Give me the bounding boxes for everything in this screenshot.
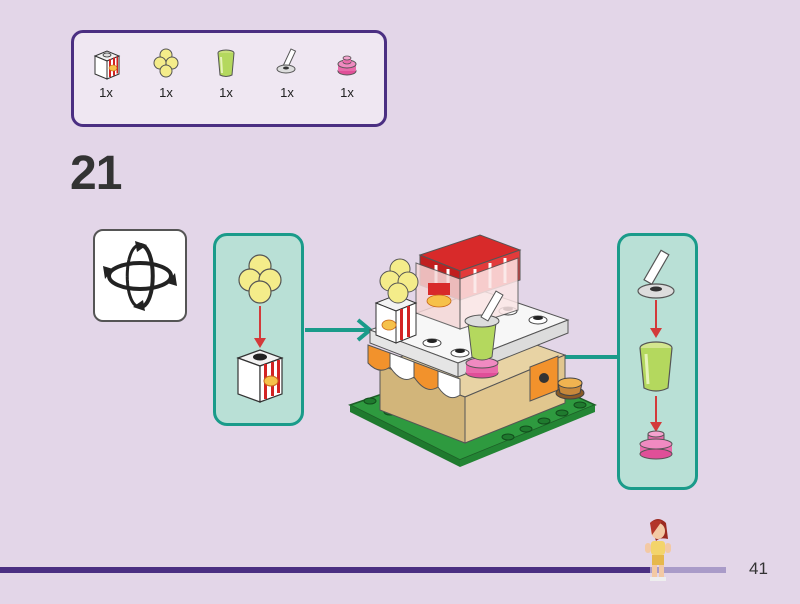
sub-assembly-left bbox=[213, 233, 304, 426]
rotate-model-box bbox=[93, 229, 187, 322]
sub-assembly-right bbox=[617, 233, 698, 490]
cup-lid-straw-icon bbox=[272, 47, 302, 81]
part-qty: 1x bbox=[206, 85, 246, 100]
green-cup-icon bbox=[211, 47, 241, 81]
part-cup-lid: 1x bbox=[267, 47, 307, 100]
pink-round-plate-icon bbox=[332, 47, 362, 81]
parts-list-box: 1x 1x 1x 1x bbox=[71, 30, 387, 127]
popcorn-box-brick-icon bbox=[238, 350, 282, 402]
green-cup-icon bbox=[640, 342, 672, 391]
rotate-model-icon bbox=[95, 231, 185, 320]
bottom-progress-bar bbox=[0, 567, 725, 573]
popcorn-box-brick-icon bbox=[91, 47, 121, 81]
girl-minifigure-icon bbox=[640, 517, 676, 583]
part-popcorn-cluster: 1x bbox=[146, 47, 186, 100]
part-qty: 1x bbox=[327, 85, 367, 100]
cup-lid-straw-icon bbox=[638, 250, 674, 298]
popcorn-cluster-icon bbox=[151, 47, 181, 81]
part-qty: 1x bbox=[146, 85, 186, 100]
popcorn-cluster-icon bbox=[239, 255, 281, 303]
part-qty: 1x bbox=[267, 85, 307, 100]
part-popcorn-box: 1x bbox=[86, 47, 126, 100]
part-qty: 1x bbox=[86, 85, 126, 100]
popcorn-stand-model-drawing bbox=[340, 205, 600, 475]
step-number: 21 bbox=[70, 146, 121, 201]
sub-assembly-right-drawing bbox=[620, 236, 695, 487]
page-number: 41 bbox=[749, 559, 768, 579]
part-pink-plate: 1x bbox=[327, 47, 367, 100]
pink-round-plate-icon bbox=[640, 431, 672, 459]
main-model bbox=[340, 205, 600, 480]
sub-assembly-left-drawing bbox=[216, 236, 301, 423]
minifigure-character bbox=[640, 517, 676, 588]
part-green-cup: 1x bbox=[206, 47, 246, 100]
